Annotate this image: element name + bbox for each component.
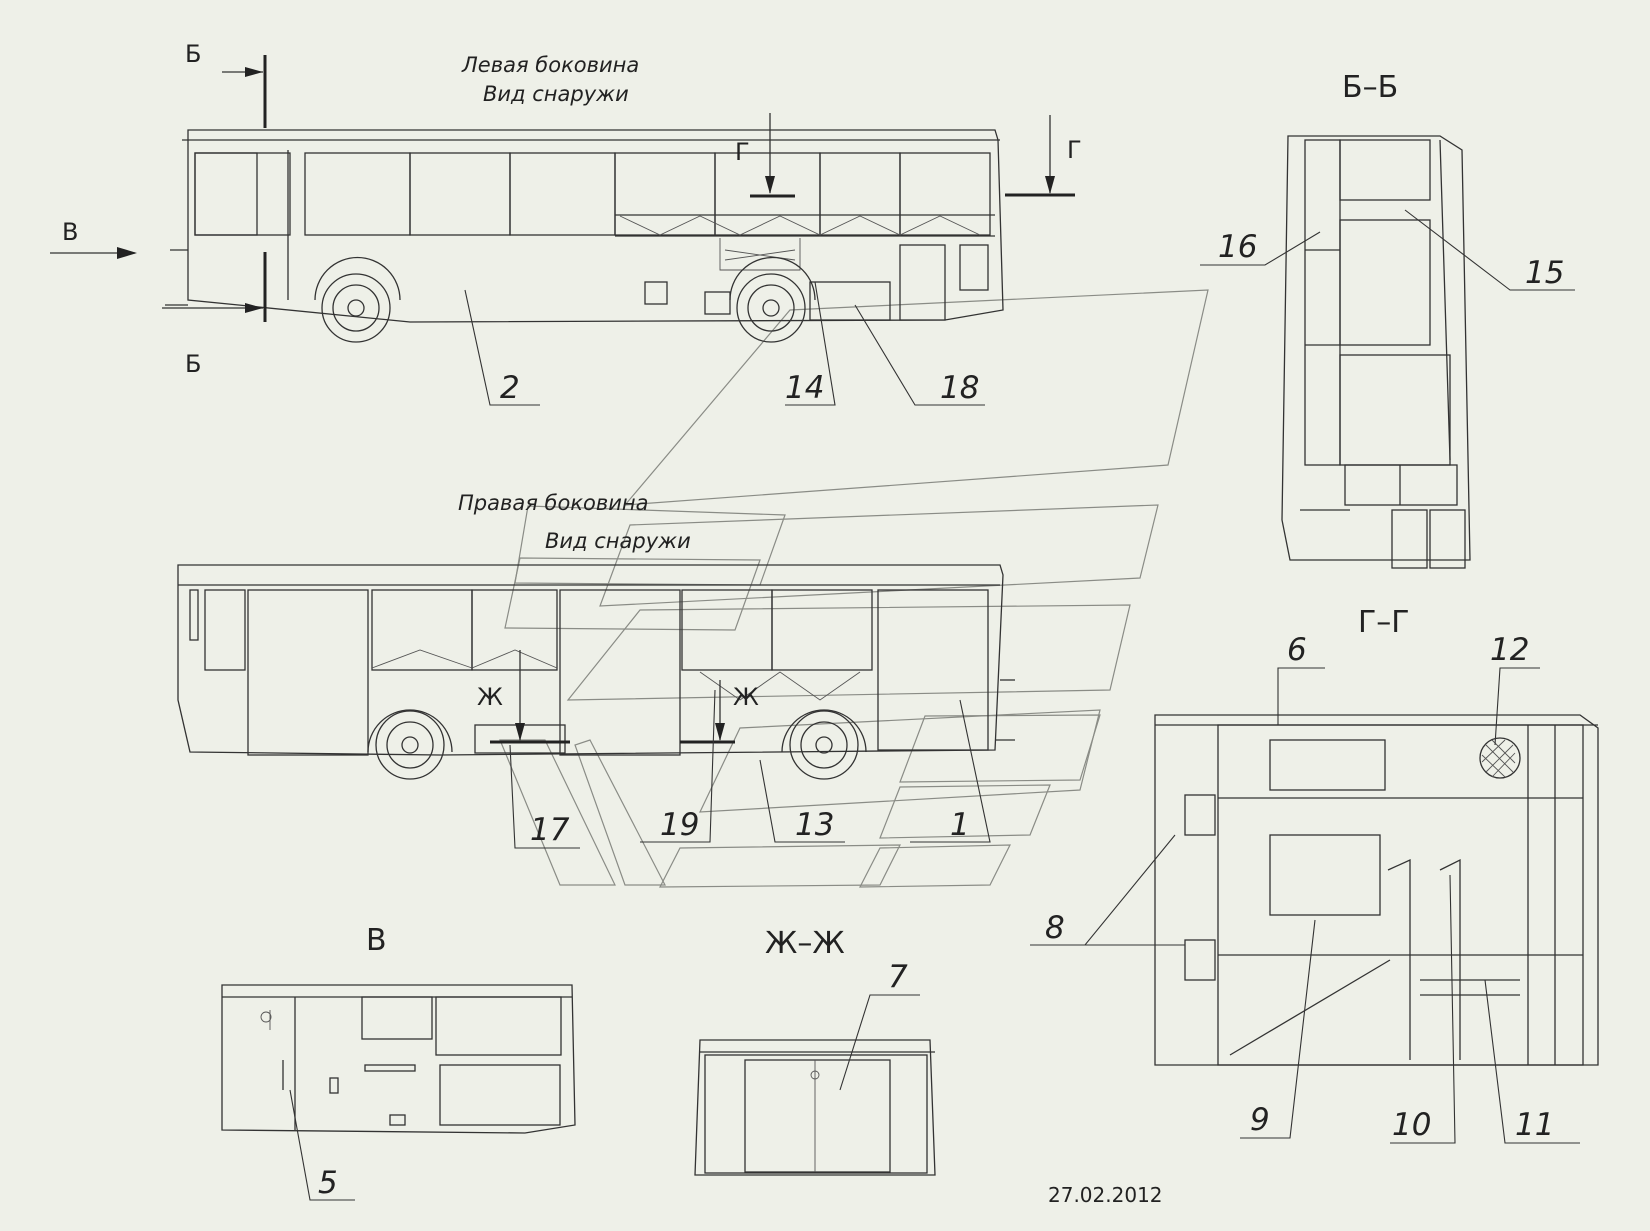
section-letter-v-arrow: В — [62, 218, 78, 246]
callout-1: 1 — [950, 807, 970, 843]
callout-14: 14 — [785, 370, 824, 406]
callout-17: 17 — [530, 812, 570, 848]
callout-13: 13 — [795, 807, 834, 843]
section-letter-zh-left: Ж — [477, 683, 503, 711]
callout-8: 8 — [1045, 910, 1065, 946]
callout-10: 10 — [1392, 1107, 1431, 1143]
callout-16: 16 — [1218, 229, 1257, 265]
section-letter-g-right: Г — [1067, 136, 1082, 164]
callout-11: 11 — [1515, 1107, 1554, 1143]
callout-9: 9 — [1250, 1102, 1270, 1138]
view-v — [221, 984, 576, 1134]
leader-lines — [289, 209, 1580, 1201]
section-letter-zh-right: Ж — [733, 683, 759, 711]
section-zh-zh-view — [694, 1039, 936, 1176]
callout-5: 5 — [318, 1165, 338, 1201]
bus-right-side-view — [177, 564, 1015, 780]
section-mark-b-b-lines — [50, 55, 1075, 322]
section-title-b-b: Б–Б — [1342, 70, 1398, 105]
right-side-title-line1: Правая боковина — [458, 491, 649, 515]
left-side-title-line1: Левая боковина — [461, 53, 639, 77]
drawing-date: 27.02.2012 — [1048, 1183, 1163, 1207]
watermark-logo — [499, 289, 1209, 888]
callout-6: 6 — [1287, 632, 1307, 668]
callout-2: 2 — [500, 370, 520, 406]
callout-15: 15 — [1525, 255, 1564, 291]
callout-12: 12 — [1490, 632, 1529, 668]
section-letter-g-left: Г — [735, 138, 750, 166]
callout-19: 19 — [660, 807, 699, 843]
section-title-g-g: Г–Г — [1358, 605, 1410, 640]
section-g-g-view — [1154, 714, 1599, 1066]
bus-left-side-view — [165, 129, 1004, 343]
section-title-v: В — [366, 923, 387, 958]
right-side-title-line2: Вид снаружи — [545, 529, 691, 553]
callout-7: 7 — [888, 959, 908, 995]
section-letter-b-bottom: Б — [185, 350, 201, 378]
left-side-title-line2: Вид снаружи — [483, 82, 629, 106]
section-letter-b-top: Б — [185, 40, 201, 68]
section-title-zh-zh: Ж–Ж — [765, 926, 845, 961]
section-b-b-view — [1281, 135, 1471, 569]
callout-18: 18 — [940, 370, 979, 406]
